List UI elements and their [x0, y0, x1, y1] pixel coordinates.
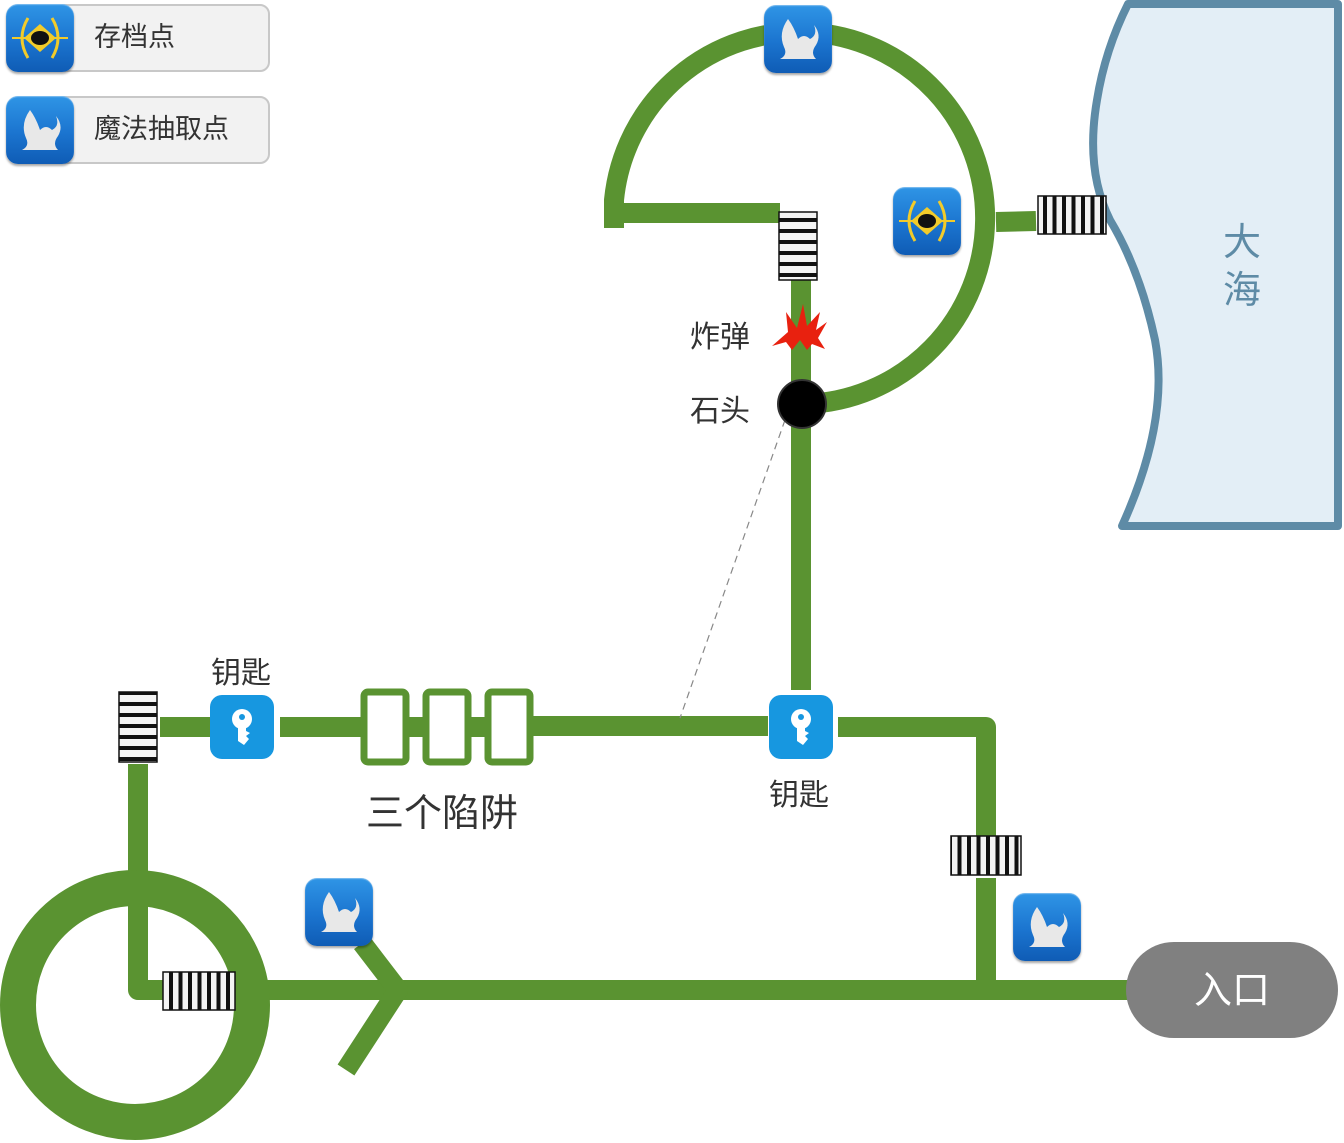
door-icon: [162, 971, 236, 1011]
sea-area: [1089, 0, 1342, 530]
stone-icon: [777, 379, 827, 429]
legend-label: 魔法抽取点: [94, 114, 229, 145]
entrance-node[interactable]: 入口: [1126, 942, 1338, 1038]
magic-draw-icon[interactable]: [1013, 893, 1081, 961]
explosion-icon: [772, 304, 827, 350]
path-west-vertical: [128, 764, 164, 1000]
legend-label: 存档点: [94, 22, 175, 53]
trap-2: [422, 688, 472, 766]
traps-label: 三个陷阱: [366, 791, 519, 835]
key-icon[interactable]: [210, 695, 274, 759]
path-east-corridor: [838, 717, 996, 836]
trap-3: [484, 688, 534, 766]
bomb-label: 炸弹: [690, 320, 750, 355]
stone-hint-line: [679, 419, 786, 719]
ring-path: [0, 870, 270, 1140]
legend-item-magic-draw: 魔法抽取点: [6, 96, 270, 164]
path-top-room-arc: [604, 22, 996, 414]
trap-group: [360, 688, 534, 766]
key-icon[interactable]: [769, 695, 833, 759]
magic-draw-icon[interactable]: [764, 5, 832, 73]
key-label: 钥匙: [769, 778, 829, 813]
save-point-icon[interactable]: [893, 187, 961, 255]
legend-item-save-point: 存档点: [6, 4, 270, 72]
magic-draw-icon[interactable]: [305, 878, 373, 946]
door-icon: [118, 691, 158, 763]
stone-label: 石头: [690, 394, 750, 429]
magic-draw-icon: [6, 96, 74, 164]
save-point-icon: [6, 4, 74, 72]
path-arrow-branches: [337, 936, 408, 1076]
door-icon: [778, 211, 818, 281]
sea-label: 大 海: [1222, 220, 1261, 312]
door-icon: [950, 835, 1022, 876]
path-sea-connector: [995, 211, 1037, 232]
key-label: 钥匙: [211, 656, 271, 691]
trap-1: [360, 688, 410, 766]
door-icon: [1037, 195, 1107, 235]
